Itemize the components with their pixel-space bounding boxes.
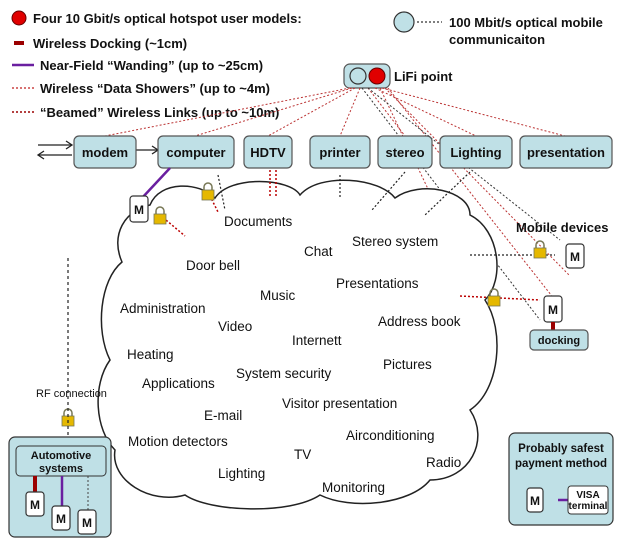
cloud-words: Documents Chat Stereo system Door bell M…	[120, 214, 461, 495]
lifi-blue-dot-icon	[349, 67, 367, 85]
legend-mobile-comm-1: 100 Mbit/s optical mobile	[449, 15, 603, 30]
lifi-label: LiFi point	[394, 69, 453, 84]
word-presentations: Presentations	[336, 276, 419, 291]
light-blue-dot-icon	[393, 11, 415, 33]
device-stereo-label: stereo	[385, 145, 424, 160]
automotive-device-2-label: M	[56, 512, 66, 526]
lock-icon	[201, 182, 215, 201]
payment-device	[526, 487, 544, 513]
device-presentation-label: presentation	[527, 145, 605, 160]
word-music: Music	[260, 288, 296, 303]
device-modem	[73, 135, 137, 169]
legend-item-shower: Wireless “Data Showers” (up to ~4m)	[40, 81, 270, 96]
payment-line1: Probably safest	[518, 443, 604, 455]
red-dot-icon	[11, 10, 27, 26]
word-door-bell: Door bell	[186, 258, 240, 273]
mobile-lines	[361, 87, 561, 321]
legend-title: Four 10 Gbit/s optical hotspot user mode…	[33, 11, 302, 26]
device-hdtv	[243, 135, 293, 169]
automotive-device-2	[51, 505, 71, 531]
device-stereo	[377, 135, 433, 169]
word-radio: Radio	[426, 455, 461, 470]
mobile-device-1	[565, 243, 585, 269]
mobile-device-computer	[129, 195, 149, 223]
automotive-device-3-label: M	[82, 516, 92, 530]
legend-item-wanding: Near-Field “Wanding” (up to ~25cm)	[40, 58, 263, 73]
device-row: modem computer HDTV printer stereo Light…	[73, 135, 613, 169]
device-computer-label: computer	[166, 145, 225, 160]
device-hdtv-label: HDTV	[250, 145, 286, 160]
cloud-arrows	[217, 171, 555, 256]
word-visitor-presentation: Visitor presentation	[282, 396, 397, 411]
lock-icon	[61, 408, 75, 427]
word-lighting: Lighting	[218, 466, 265, 481]
mobile-device-1-label: M	[570, 250, 580, 264]
word-motion-detectors: Motion detectors	[128, 434, 228, 449]
device-printer	[309, 135, 371, 169]
services-cloud	[97, 179, 498, 510]
visa-label-1: VISA	[576, 490, 599, 501]
wanding-link	[141, 167, 171, 199]
lock-icon	[533, 240, 547, 259]
device-lighting	[439, 135, 513, 169]
word-chat: Chat	[304, 244, 333, 259]
word-airconditioning: Airconditioning	[346, 428, 435, 443]
word-heating: Heating	[127, 347, 174, 362]
docking-label: docking	[538, 335, 580, 347]
mobile-devices-label: Mobile devices	[516, 220, 608, 235]
word-documents: Documents	[224, 214, 293, 229]
word-monitoring: Monitoring	[322, 480, 385, 495]
device-lighting-label: Lighting	[450, 145, 501, 160]
visa-terminal	[567, 485, 609, 515]
word-system-security: System security	[236, 366, 332, 381]
device-computer	[157, 135, 235, 169]
payment-line2: payment method	[515, 458, 607, 470]
legend-mobile-comm-2: communicaiton	[449, 32, 545, 47]
word-tv: TV	[294, 447, 311, 462]
word-applications: Applications	[142, 376, 215, 391]
word-email: E-mail	[204, 408, 242, 423]
word-pictures: Pictures	[383, 357, 432, 372]
automotive-line1: Automotive	[31, 450, 92, 462]
device-printer-label: printer	[319, 145, 360, 160]
device-modem-label: modem	[82, 145, 128, 160]
lock-icon	[153, 206, 167, 225]
docking-station	[529, 329, 589, 351]
word-internett: Internett	[292, 333, 342, 348]
automotive-device-1-label: M	[30, 498, 40, 512]
payment-device-label: M	[530, 494, 540, 508]
word-address-book: Address book	[378, 314, 461, 329]
device-presentation	[519, 135, 613, 169]
lock-icon	[487, 288, 501, 307]
automotive-line2: systems	[39, 463, 83, 475]
rf-connection-label: RF connection	[36, 388, 107, 400]
modem-arrows	[36, 140, 160, 160]
legend-item-docking: Wireless Docking (~1cm)	[33, 36, 187, 51]
mobile-device-docking-label: M	[548, 303, 558, 317]
legend-item-beamed: “Beamed” Wireless Links (up to ~10m)	[40, 105, 279, 120]
mobile-device-computer-label: M	[134, 203, 144, 217]
word-video: Video	[218, 319, 252, 334]
visa-label-2: terminal	[569, 501, 608, 512]
word-administration: Administration	[120, 301, 206, 316]
lifi-red-dot-icon	[368, 67, 386, 85]
automotive-device-1	[25, 491, 45, 517]
automotive-device-3	[77, 509, 97, 535]
word-stereo-system: Stereo system	[352, 234, 438, 249]
